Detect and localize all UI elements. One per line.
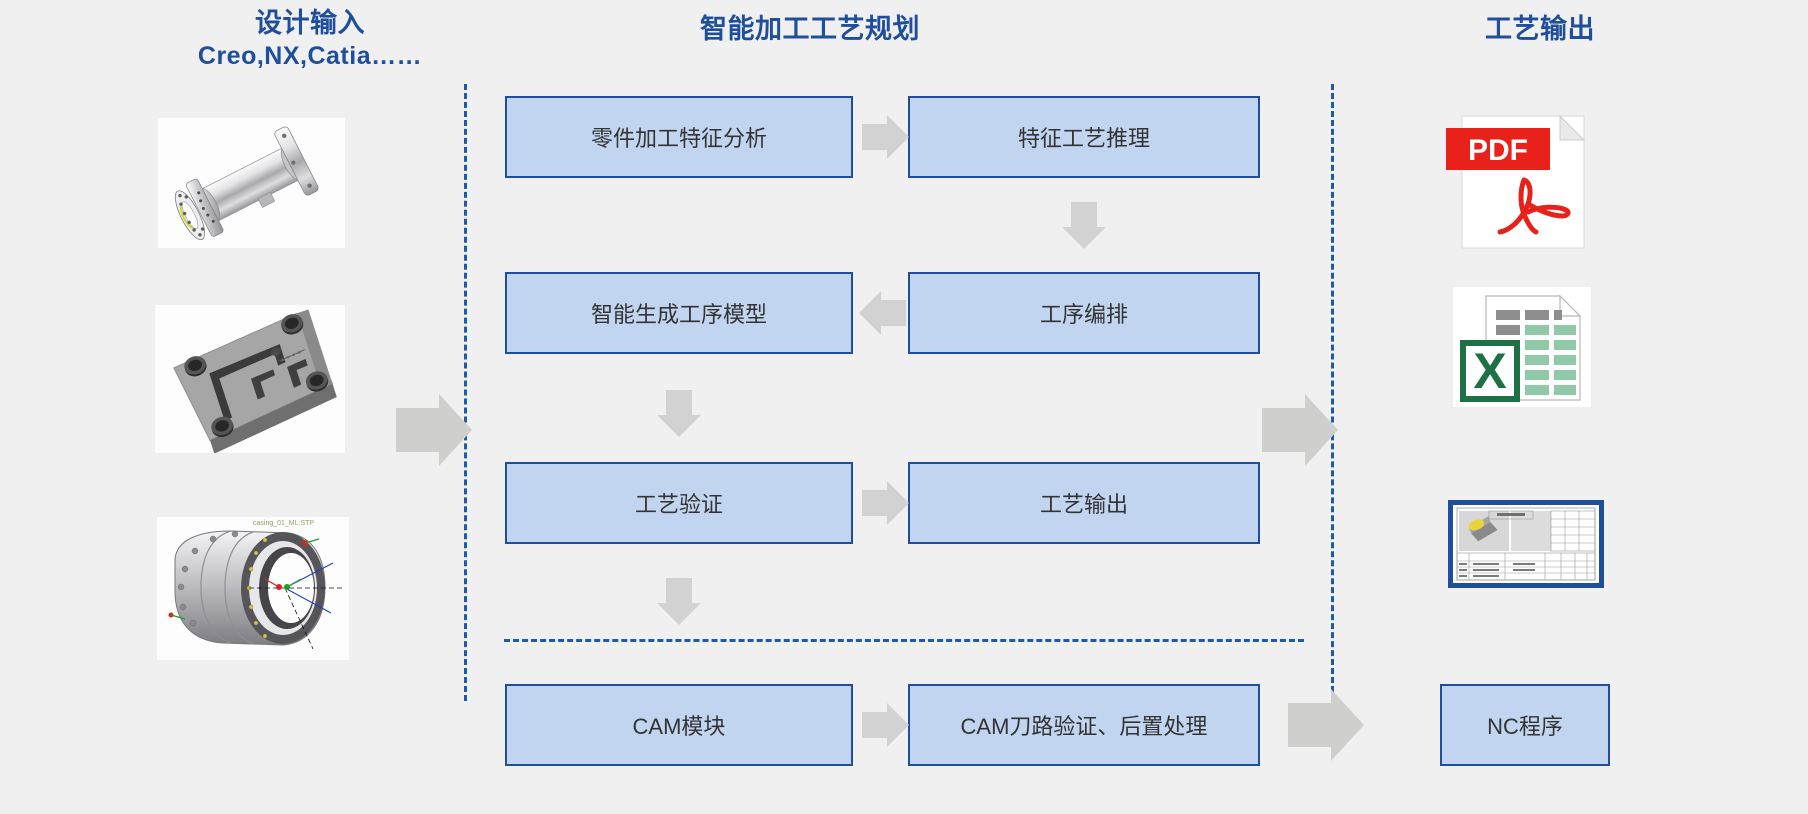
- flow-arrow-planning-to-output: [1262, 394, 1338, 466]
- output-title: 工艺输出: [1485, 14, 1595, 44]
- planning-title: 智能加工工艺规划: [700, 14, 920, 44]
- cad-image-caption: casing_01_ML.STP: [253, 520, 314, 527]
- divider-planning-output: [1331, 84, 1334, 701]
- process-box-process-output[interactable]: 工艺输出: [908, 462, 1260, 544]
- process-box-feature-process-reasoning[interactable]: 特征工艺推理: [908, 96, 1260, 178]
- process-sheet-icon[interactable]: [1448, 500, 1604, 588]
- pdf-label: PDF: [1468, 134, 1528, 167]
- excel-file-icon[interactable]: X: [1451, 285, 1593, 409]
- pdf-file-icon[interactable]: PDF: [1440, 112, 1604, 250]
- arrow-reasoning-to-sequencing: [1062, 202, 1106, 249]
- divider-cam-section: [504, 639, 1304, 642]
- process-box-process-verification[interactable]: 工艺验证: [505, 462, 853, 544]
- process-box-generate-process-model[interactable]: 智能生成工序模型: [505, 272, 853, 354]
- design-input-title-main: 设计输入: [255, 8, 365, 38]
- process-box-part-feature-analysis[interactable]: 零件加工特征分析: [505, 96, 853, 178]
- process-box-cam-toolpath-post[interactable]: CAM刀路验证、后置处理: [908, 684, 1260, 766]
- design-input-title: 设计输入 Creo,NX,Catia……: [130, 8, 490, 71]
- arrow-cam-to-toolpath: [862, 703, 909, 747]
- process-box-cam-module[interactable]: CAM模块: [505, 684, 853, 766]
- excel-x-glyph: X: [1473, 343, 1506, 399]
- process-box-process-sequencing[interactable]: 工序编排: [908, 272, 1260, 354]
- flow-arrow-design-to-planning: [396, 394, 472, 466]
- cad-part-image-engine-casing: casing_01_ML.STP: [157, 517, 349, 660]
- cad-part-image-shaft: [158, 118, 345, 248]
- arrow-analysis-to-reasoning: [862, 115, 909, 159]
- divider-design-planning: [464, 84, 467, 701]
- arrow-model-to-verification: [657, 390, 701, 437]
- arrow-verification-to-cam: [657, 578, 701, 625]
- flow-arrow-cam-to-nc: [1288, 689, 1364, 761]
- design-input-subtitle: Creo,NX,Catia……: [197, 41, 423, 70]
- arrow-sequencing-to-model: [859, 291, 906, 335]
- cad-part-image-mold-plate: [155, 305, 345, 453]
- arrow-verification-to-output: [862, 481, 909, 525]
- nc-program-box[interactable]: NC程序: [1440, 684, 1610, 766]
